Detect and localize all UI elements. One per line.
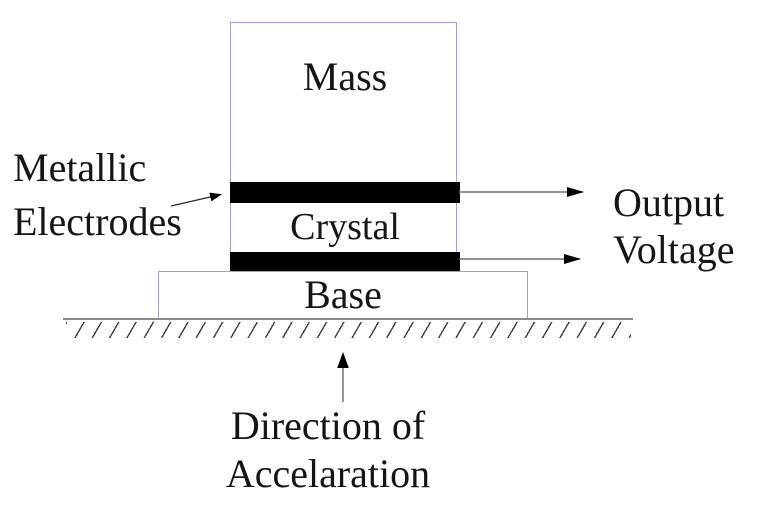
output-arrow-bottom-icon [459,254,581,264]
ground-hatching [66,322,631,338]
bottom-electrode-bar [230,252,460,272]
output-voltage-label: Output Voltage [613,179,734,273]
acceleration-arrow-icon [337,352,349,402]
crystal-label: Crystal [290,206,400,248]
base-box: Base [158,271,528,318]
electrodes-label: Metallic Electrodes [13,141,182,249]
direction-label: Direction of Accelaration [168,402,488,498]
output-arrow-top-icon [459,187,584,197]
mass-label: Mass [302,54,388,99]
output-voltage-label-line2: Voltage [613,227,735,272]
output-voltage-label-line1: Output [613,180,725,225]
direction-label-line2: Accelaration [225,451,431,496]
direction-label-line1: Direction of [230,403,426,448]
electrodes-label-line2: Electrodes [13,199,182,244]
electrodes-label-line1: Metallic [13,145,147,190]
top-electrode-bar [230,182,460,203]
electrodes-leader-arrow-icon [170,192,222,207]
base-label: Base [304,272,382,317]
ground-line [63,318,633,320]
